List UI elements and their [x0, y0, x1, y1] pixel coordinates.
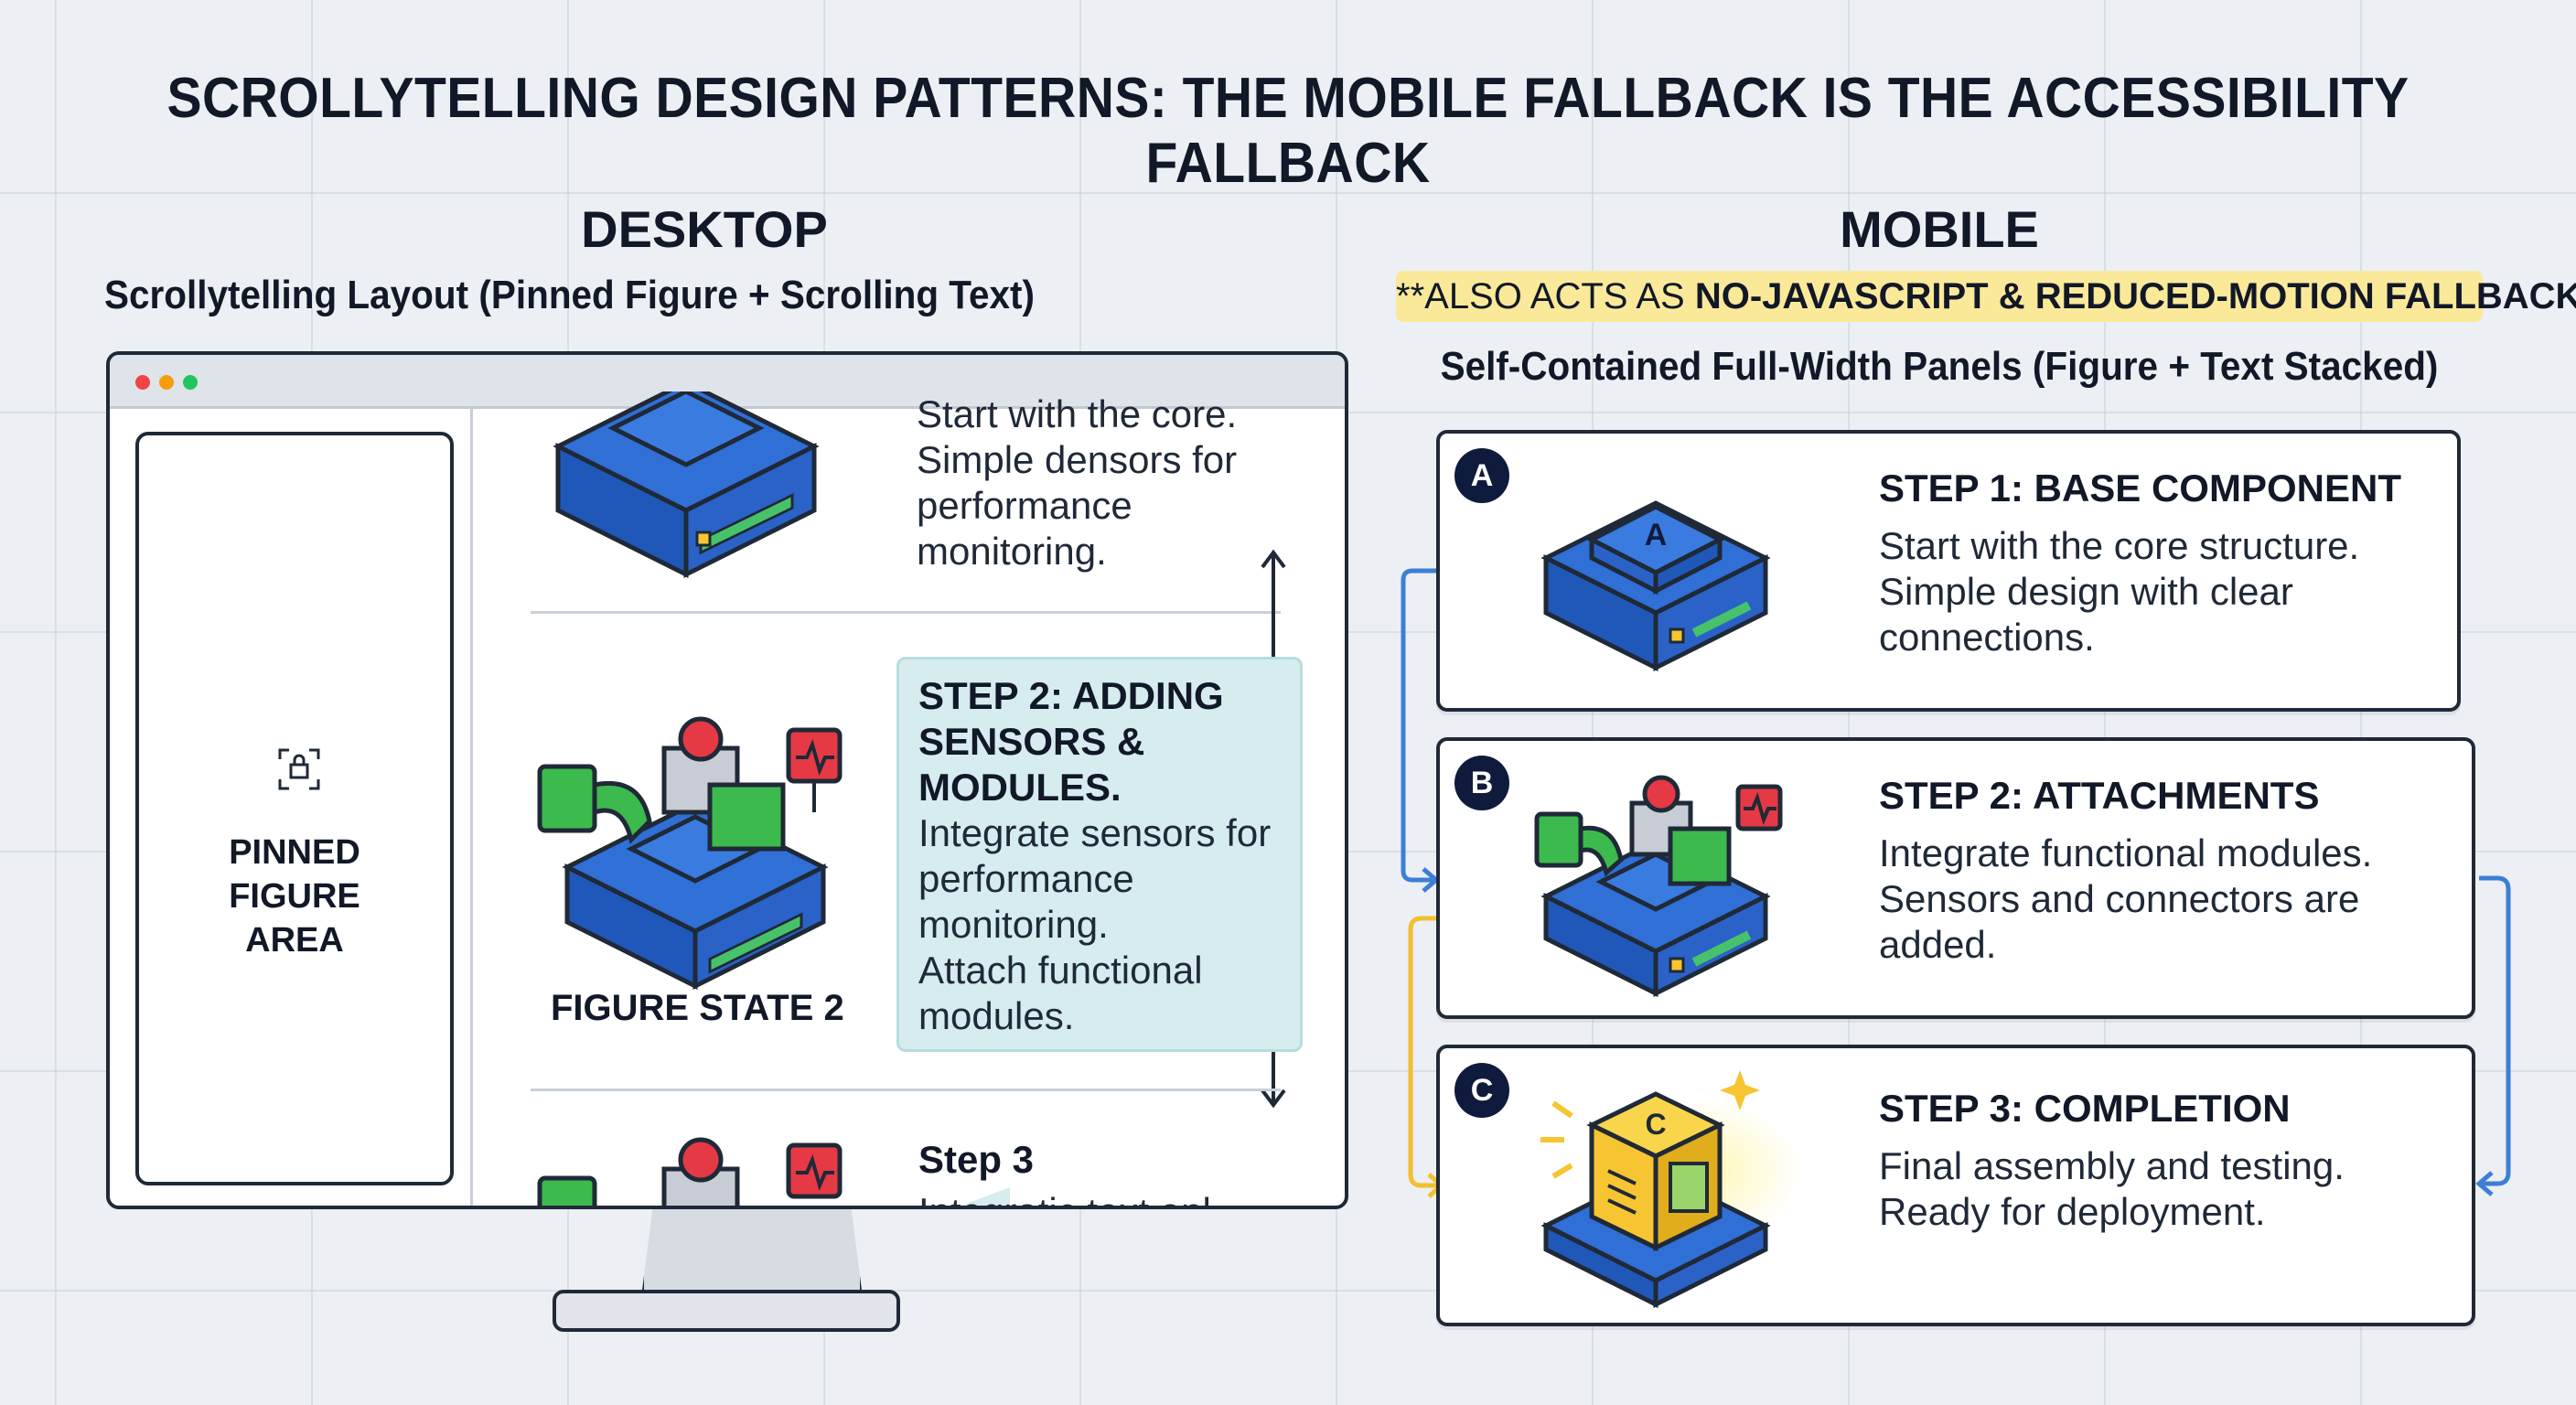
step-divider-2: [531, 1089, 1281, 1091]
panel-c-badge: C: [1454, 1063, 1509, 1118]
fallback-note: **ALSO ACTS AS NO-JAVASCRIPT & REDUCED-M…: [1396, 271, 2576, 322]
mobile-heading: MOBILE: [1840, 200, 2039, 258]
monitor-stand-base: [553, 1290, 900, 1332]
step1-scroll-text: Start with the core. Simple densors for …: [917, 392, 1238, 573]
step3-title: Step 3: [918, 1138, 1035, 1181]
minimize-dot[interactable]: [159, 375, 174, 390]
panel-c-figure-letter: C: [1645, 1108, 1666, 1141]
pinned-figure-area: PINNED FIGURE AREA: [135, 432, 454, 1185]
figure-state-caption: FIGURE STATE 2: [551, 988, 844, 1028]
page-title: SCROLLYTELLING DESIGN PATTERNS: THE MOBI…: [166, 67, 2410, 195]
panel-c-figure: C: [1540, 1070, 1802, 1308]
panel-c-title: STEP 3: COMPLETION: [1879, 1087, 2291, 1130]
desktop-heading: DESKTOP: [581, 200, 828, 258]
panel-a-title: STEP 1: BASE COMPONENT: [1879, 467, 2401, 509]
panel-a-figure-letter: A: [1645, 518, 1668, 552]
step3-partial-figure: [537, 1137, 843, 1206]
panel-a-body: Start with the core structure. Simple de…: [1879, 524, 2360, 659]
column-divider: [470, 406, 473, 1206]
panel-b-title: STEP 2: ATTACHMENTS: [1879, 774, 2320, 817]
panel-a-badge: A: [1454, 448, 1509, 503]
step-divider-1: [531, 611, 1281, 614]
active-step-callout: [896, 657, 1303, 1052]
desktop-monitor: PINNED FIGURE AREA Start with the core. …: [106, 351, 1348, 1209]
step3-text: Integratic text anl: [918, 1189, 1211, 1206]
step1-base-figure: [553, 391, 820, 579]
step2-title: STEP 2: ADDING SENSORS & MODULES.: [918, 674, 1224, 809]
panel-c-body: Final assembly and testing. Ready for de…: [1879, 1144, 2345, 1233]
pinned-figure-label: PINNED FIGURE AREA: [229, 833, 360, 960]
active-step-content: STEP 2: ADDING SENSORS & MODULES. Integr…: [918, 673, 1284, 1039]
step2-text: Integrate sensors for performance monito…: [918, 811, 1272, 1037]
panel-b-badge: B: [1454, 756, 1509, 810]
pin-frame-icon: [278, 748, 320, 790]
panel-a-figure: A: [1540, 500, 1771, 672]
desktop-subheading: Scrollytelling Layout (Pinned Figure + S…: [104, 273, 1036, 317]
close-dot[interactable]: [135, 375, 150, 390]
panel-b-figure: [1534, 775, 1783, 997]
panel-b-text: STEP 2: ATTACHMENTS Integrate functional…: [1879, 774, 2372, 968]
panel-a-text: STEP 1: BASE COMPONENT Start with the co…: [1879, 467, 2401, 660]
maximize-dot[interactable]: [183, 375, 198, 390]
monitor-stand-neck: [640, 1200, 864, 1304]
panel-flow-arrows: [1401, 568, 2511, 1198]
figure-state-2: [537, 716, 843, 991]
panel-b-body: Integrate functional modules. Sensors an…: [1879, 831, 2373, 966]
mobile-subheading: Self-Contained Full-Width Panels (Figure…: [1440, 344, 2439, 389]
panel-c-text: STEP 3: COMPLETION Final assembly and te…: [1879, 1087, 2345, 1235]
